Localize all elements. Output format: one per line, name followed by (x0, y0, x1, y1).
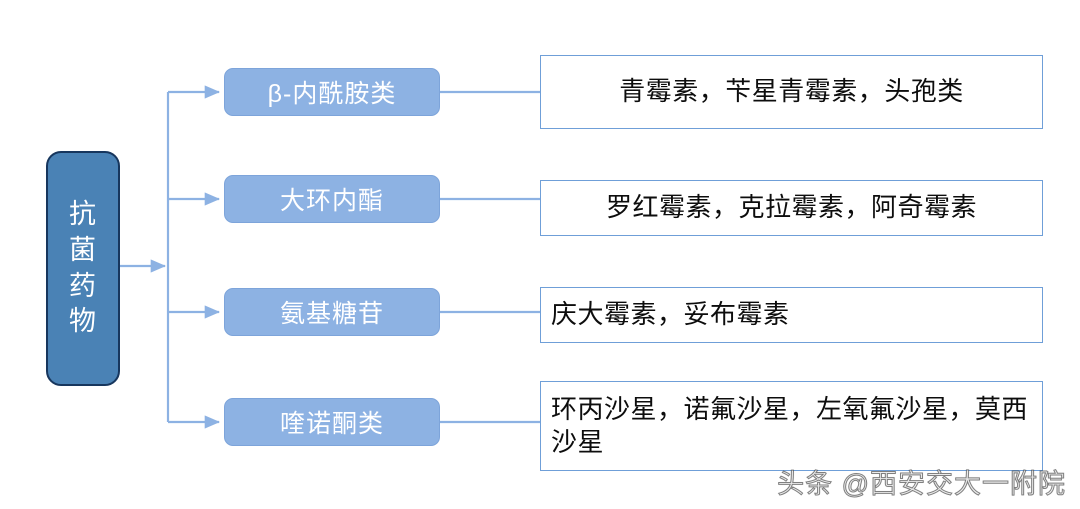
category-node-3[interactable]: 氨基糖苷 (224, 288, 440, 336)
watermark-text: 头条 @西安交大一附院 (777, 469, 1066, 500)
drug-list-box-1[interactable]: 青霉素，苄星青霉素，头孢类 (540, 55, 1043, 129)
drug-list-box-1-text: 青霉素，苄星青霉素，头孢类 (619, 76, 964, 107)
category-node-4[interactable]: 喹诺酮类 (224, 398, 440, 446)
category-node-1[interactable]: β-内酰胺类 (224, 68, 440, 116)
root-node-label: 抗菌药物 (68, 199, 97, 337)
category-node-1-label: β-内酰胺类 (267, 80, 397, 108)
category-node-2-label: 大环内酯 (279, 187, 384, 215)
root-node[interactable]: 抗菌药物 (46, 151, 120, 386)
drug-list-box-4-text: 环丙沙星，诺氟沙星，左氧氟沙星，莫西沙星 (551, 393, 1029, 457)
drug-list-box-2[interactable]: 罗红霉素，克拉霉素，阿奇霉素 (540, 180, 1043, 236)
drug-list-box-4[interactable]: 环丙沙星，诺氟沙星，左氧氟沙星，莫西沙星 (540, 381, 1043, 471)
category-node-4-label: 喹诺酮类 (279, 410, 384, 438)
category-node-2[interactable]: 大环内酯 (224, 175, 440, 223)
drug-list-box-2-text: 罗红霉素，克拉霉素，阿奇霉素 (605, 192, 977, 223)
category-node-3-label: 氨基糖苷 (279, 300, 384, 328)
drug-list-box-3[interactable]: 庆大霉素，妥布霉素 (540, 287, 1043, 343)
drug-list-box-3-text: 庆大霉素，妥布霉素 (551, 299, 790, 330)
